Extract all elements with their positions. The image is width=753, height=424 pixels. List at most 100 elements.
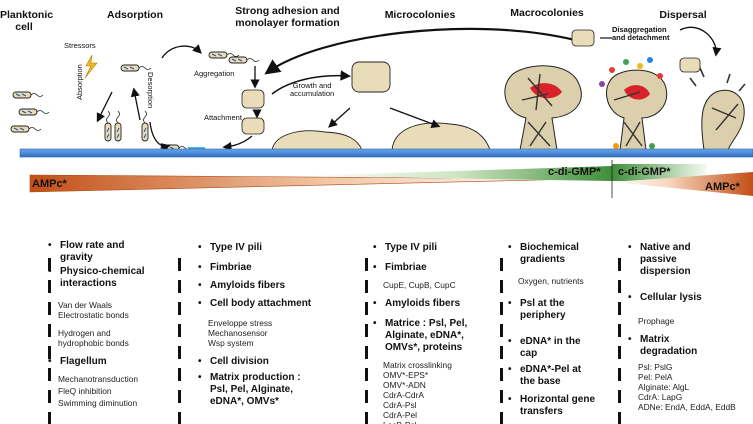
mechanism-heading: Matrice : Psl, Pel, [373,318,467,330]
stage-planktonic: Planktonic cell [0,9,54,33]
column-divider-dash [178,280,181,293]
mechanism-heading: Biochemical [508,242,579,254]
substrate-surface [19,148,753,158]
column-divider-dash [500,346,503,359]
mechanism-heading: Alginate, eDNA*, [385,330,464,341]
mechanism-detail: Van der Waals [58,300,112,310]
cdigmp-mid-label: c-di-GMP* [548,166,601,178]
dispersal-colony [599,57,668,151]
mechanism-heading: gravity [60,252,93,263]
mechanism-heading: dispersion [640,266,691,277]
mechanism-detail: OMV*-ADN [383,380,426,390]
column-divider-dash [500,390,503,403]
mechanism-heading: Flagellum [48,356,107,368]
mechanism-heading: Psl, Pel, Alginate, [210,384,293,395]
column-divider-dash [365,324,368,337]
column-divider-dash [178,302,181,315]
column-divider-dash [178,412,181,424]
column-divider-dash [48,346,51,359]
column-divider-dash [48,368,51,381]
column-divider-dash [48,258,51,271]
mechanism-heading: Amyloids fibers [198,280,285,292]
mechanism-heading: passive [640,254,677,265]
mechanism-detail: hydrophobic bonds [58,338,129,348]
mechanism-detail: Mechanotransduction [58,374,139,384]
column-divider-dash [618,346,621,359]
mechanism-heading: eDNA*-Pel at [508,364,581,376]
ampc-right-gradient [612,172,753,196]
mechanism-heading: Matrix [628,334,670,346]
column-divider-dash [48,280,51,293]
mechanism-detail: CdrA-Pel [383,410,417,420]
mechanism-detail: Electrostatic bonds [58,310,129,320]
mechanism-heading: Type IV pili [198,242,262,254]
column-divider-dash [178,346,181,359]
mechanism-heading: Psl at the [508,298,565,310]
column-divider-dash [618,280,621,293]
column-divider-dash [500,280,503,293]
column-divider-dash [500,412,503,424]
column-divider-dash [178,258,181,271]
cdigmp-right-label: c-di-GMP* [618,166,671,178]
stressors-label: Stressors [64,41,96,50]
stage-microcolonies: Microcolonies [384,9,456,21]
growth-label: Growth and accumulation [290,81,335,99]
aggregation-label: Aggregation [194,69,235,78]
ampc-left-gradient [29,174,581,193]
mechanism-detail: OMV*-EPS* [383,370,429,380]
mechanism-detail: Swimming diminution [58,398,138,408]
column-divider-dash [48,302,51,315]
ampc-right-label: AMPc* [705,181,740,193]
mechanism-detail: Wsp system [208,338,254,348]
column-divider-dash [48,390,51,403]
mechanism-detail: CdrA-CdrA [383,390,424,400]
mechanism-heading: cap [520,348,538,359]
mechanism-detail: CupE, CupB, CupC [383,280,456,290]
mechanism-detail: Psl: PslG [638,362,673,372]
desorption-label: Desorption [146,72,155,109]
column-divider-dash [618,390,621,403]
column-divider-dash [365,390,368,403]
column-divider-dash [178,368,181,381]
column-divider-dash [618,324,621,337]
mechanism-heading: periphery [520,310,566,321]
mechanism-heading: Cell body attachment [198,298,311,310]
mechanism-heading: gradients [520,254,566,265]
cdigmp-gradient [300,166,612,181]
column-divider-dash [365,412,368,424]
column-divider-dash [365,258,368,271]
macrocolony [504,65,582,151]
column-divider-dash [500,258,503,271]
column-divider-dash [365,368,368,381]
mechanism-detail: Pel: PelA [638,372,673,382]
column-divider-dash [618,258,621,271]
mechanism-heading: Cell division [198,356,269,368]
column-divider-dash [618,368,621,381]
mechanism-heading: Fimbriae [373,262,427,274]
column-divider-dash [178,324,181,337]
mechanism-detail: Hydrogen and [58,328,111,338]
column-divider-dash [618,302,621,315]
disaggregation-label: Disaggregation and detachment [612,25,670,43]
stage-adsorption: Adsorption [107,9,163,21]
absorption-label: Absorption [75,64,84,100]
mechanism-heading: interactions [60,278,117,289]
column-divider-dash [365,280,368,293]
column-divider-dash [500,368,503,381]
attachment-label: Attachment [204,113,242,122]
column-divider-dash [365,346,368,359]
mechanism-detail: ADNe: EndA, EddA, EddB [638,402,736,412]
mechanism-detail: CdrA-Psl [383,400,417,410]
mechanism-detail: Oxygen, nutrients [518,276,584,286]
planktonic-cells [10,91,50,133]
mechanism-heading: Cellular lysis [628,292,702,304]
mechanism-detail: FleQ inhibition [58,386,112,396]
mechanism-heading: transfers [520,406,563,417]
stage-macrocolonies: Macrocolonies [510,7,584,19]
mechanism-heading: Matrix production : [198,372,301,384]
mechanism-heading: Type IV pili [373,242,437,254]
stage-strong-adhesion: Strong adhesion and monolayer formation [235,5,340,29]
mechanism-detail: LecB-Psl [383,420,417,424]
